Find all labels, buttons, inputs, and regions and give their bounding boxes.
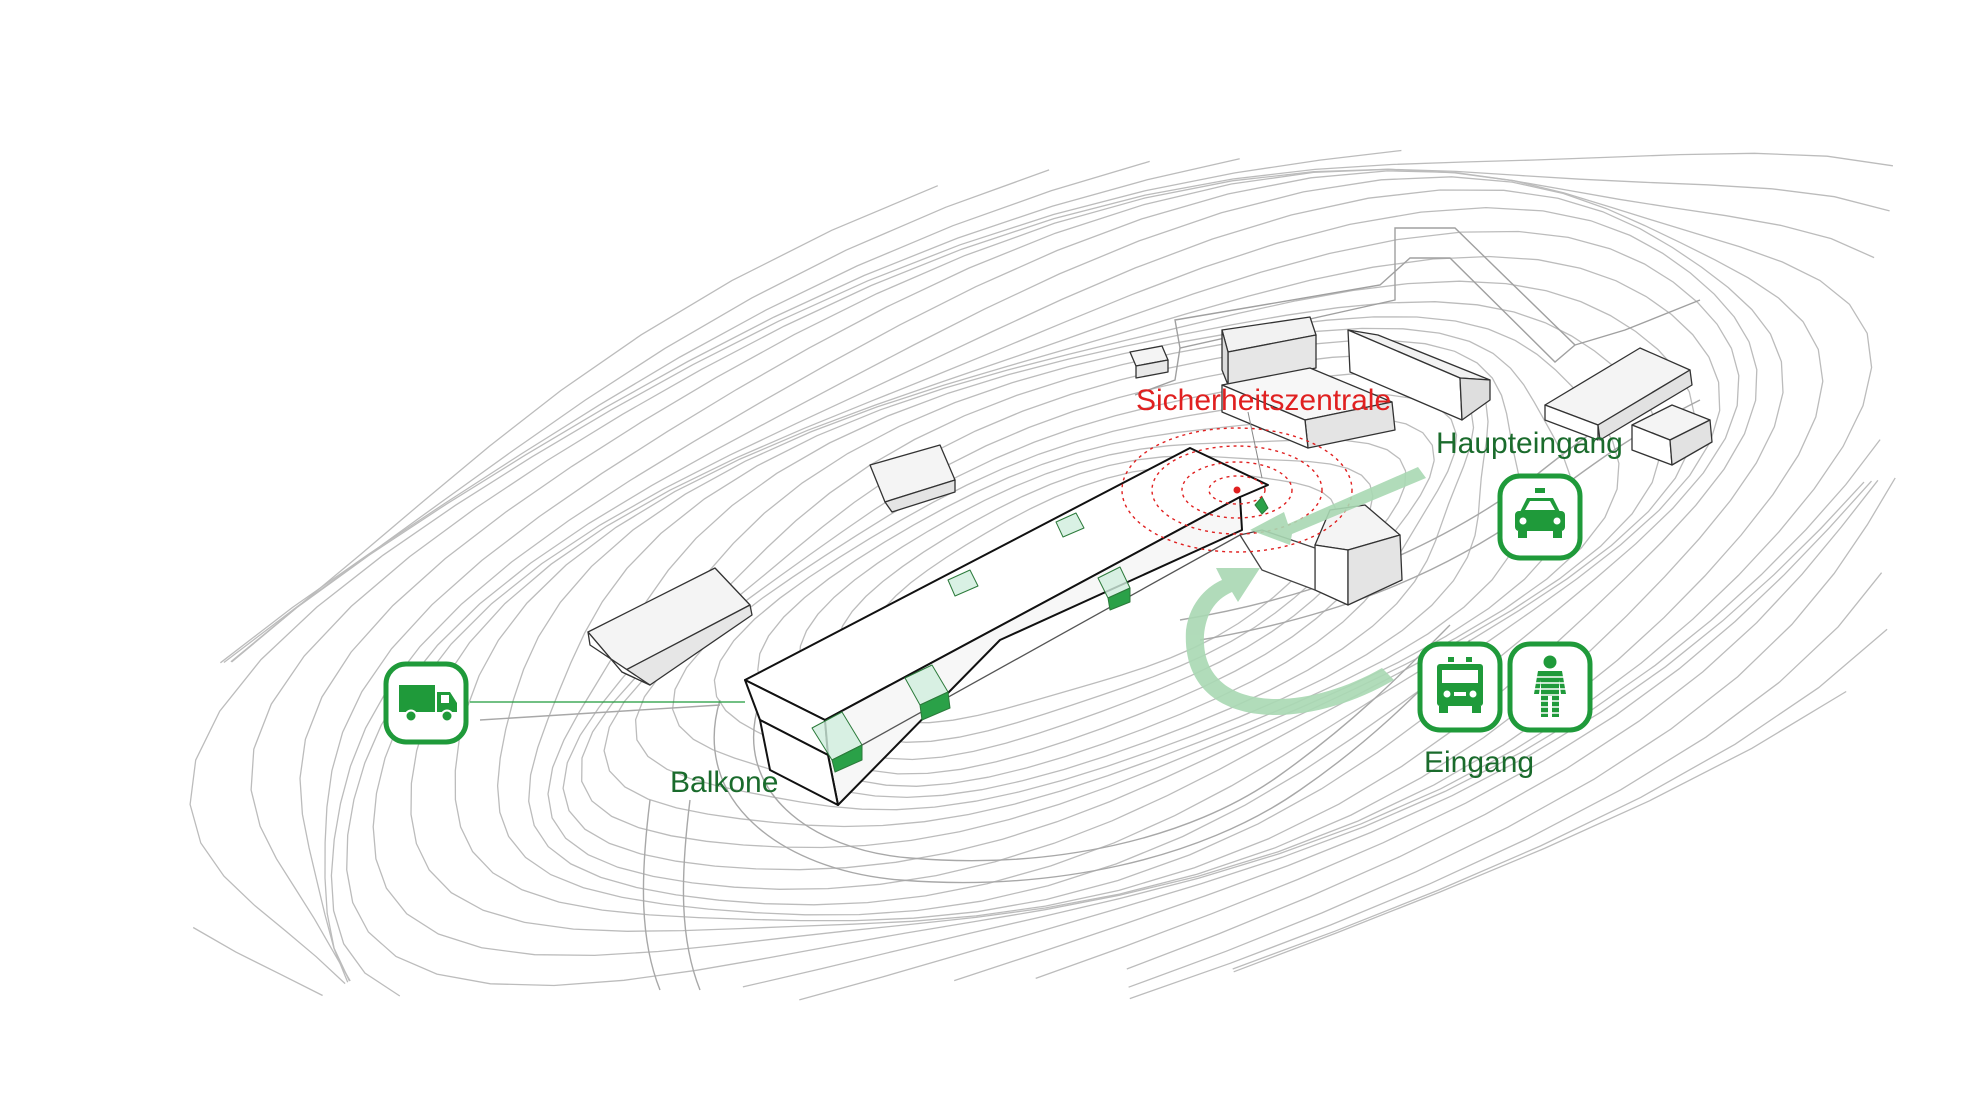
- contour-line: [324, 168, 1881, 1001]
- contour-line: [230, 185, 1847, 973]
- security-zone-rings: [1121, 427, 1353, 553]
- contour-line: [220, 160, 1883, 1000]
- contour-line: [410, 206, 1758, 932]
- main-building: [744, 447, 1316, 806]
- neighbouring-buildings: [587, 316, 1713, 686]
- contour-line: [192, 158, 1896, 997]
- contour-line: [547, 301, 1662, 890]
- access-arrows: [1185, 467, 1426, 715]
- contour-line: [250, 152, 1893, 982]
- pedestrian-icon: [1507, 641, 1593, 733]
- contour-line: [189, 149, 1879, 985]
- contour-line: [713, 393, 1458, 787]
- balcony-markers: [811, 496, 1269, 773]
- balconies-label: Balkone: [670, 766, 778, 799]
- security-center-marker: [1233, 486, 1241, 494]
- security-label-leader: [1247, 411, 1263, 479]
- ambulance-icon: [1417, 641, 1503, 733]
- contour-line: [299, 168, 1890, 983]
- truck-icon: [383, 661, 469, 745]
- main-entrance-label: Haupteingang: [1436, 427, 1623, 460]
- car-icon: [1497, 473, 1583, 561]
- entrance-label: Eingang: [1424, 746, 1534, 779]
- contour-line: [223, 169, 1888, 970]
- main-entrance-arrow: [1250, 467, 1426, 545]
- security-center-label: Sicherheitszentrale: [1136, 384, 1391, 417]
